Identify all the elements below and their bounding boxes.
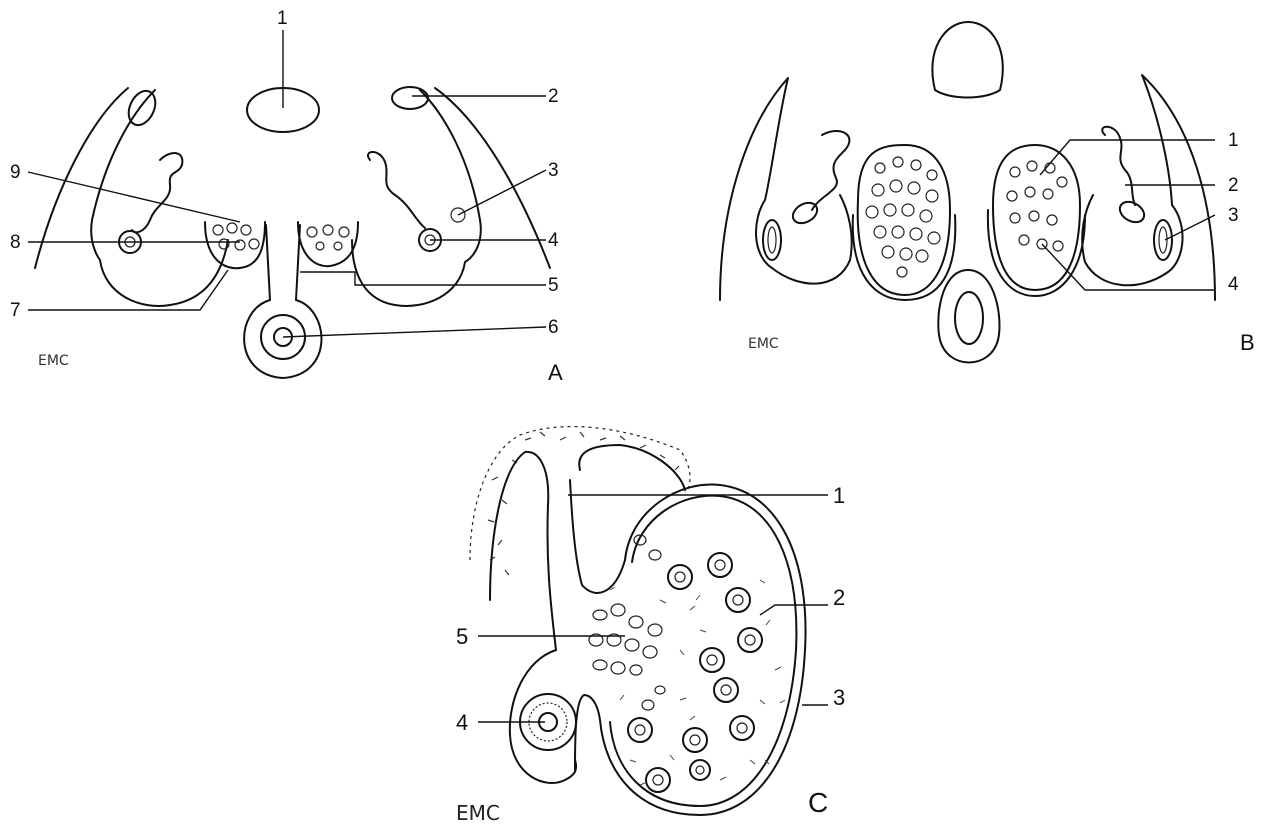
panel-b-leader-4 xyxy=(1042,244,1215,290)
panel-c-rete-cells xyxy=(589,535,665,710)
panel-b-gut-lumen xyxy=(955,292,983,344)
panel-a-right-mesonephros xyxy=(352,220,481,306)
panel-b-label-1: 1 xyxy=(1228,130,1239,151)
panel-b-dorsal-aorta xyxy=(932,22,1002,98)
panel-b-right-gonad-capsule xyxy=(988,210,1085,296)
panel-b-right-duct xyxy=(1116,198,1148,227)
panel-a-leader-9 xyxy=(28,172,240,222)
panel-b-leader-3 xyxy=(1165,215,1215,240)
panel-a-left-germ-cells xyxy=(213,223,259,250)
panel-b-left-vessel-inner xyxy=(768,227,776,253)
panel-b-right-tubule xyxy=(1102,127,1135,205)
panel-c-letter: C xyxy=(808,787,828,818)
panel-c-label-2: 2 xyxy=(833,585,845,610)
panel-a-left-inner-wall xyxy=(92,90,155,220)
panel-c-germ-cells xyxy=(628,553,762,792)
panel-b-left-gonad-capsule xyxy=(853,215,956,300)
panel-b-right-body-wall xyxy=(1142,75,1215,300)
panel-c-label-4: 4 xyxy=(456,710,468,735)
panel-a-mesentery xyxy=(266,225,300,300)
panel-b-left-tubule xyxy=(812,131,849,210)
panel-a-label-1: 1 xyxy=(277,8,288,29)
panel-a-label-8: 8 xyxy=(10,232,21,253)
panel-c-leader-2 xyxy=(760,605,828,615)
panel-b-left-vessel xyxy=(763,220,781,260)
panel-b-credit: EMC xyxy=(748,336,779,352)
panel-a-leader-6 xyxy=(283,327,546,337)
panel-c: 1 2 3 4 5 EMC C xyxy=(456,427,845,825)
panel-a-right-cardinal-vein xyxy=(392,87,428,109)
panel-a-label-6: 6 xyxy=(548,317,559,338)
panel-c-stroma-fibres xyxy=(610,580,785,785)
panel-c-label-1: 1 xyxy=(833,483,845,508)
panel-b-letter: B xyxy=(1240,330,1255,355)
panel-a-right-tubule xyxy=(368,152,425,228)
panel-c-credit: EMC xyxy=(456,801,500,825)
panel-a-leader-3 xyxy=(458,170,546,215)
panel-a-right-germ-cells xyxy=(307,225,349,250)
panel-a-left-body-wall xyxy=(35,88,128,268)
panel-a-label-5: 5 xyxy=(548,275,559,296)
panel-b-label-2: 2 xyxy=(1228,175,1239,196)
panel-a-label-4: 4 xyxy=(548,230,559,251)
panel-b-right-germ-cells xyxy=(1007,161,1067,251)
panel-c-label-3: 3 xyxy=(833,685,845,710)
panel-b-label-4: 4 xyxy=(1228,274,1239,295)
panel-a-label-2: 2 xyxy=(548,86,559,107)
panel-a-right-inner-wall xyxy=(420,90,480,220)
panel-b: 1 2 3 4 EMC B xyxy=(720,22,1255,363)
panel-a-credit: EMC xyxy=(38,353,69,369)
panel-c-stalk-left xyxy=(490,452,556,650)
panel-a-gut-outer xyxy=(244,300,321,378)
panel-b-label-3: 3 xyxy=(1228,205,1239,226)
panel-a-label-9: 9 xyxy=(10,162,21,183)
panel-b-gut-outer xyxy=(938,270,999,363)
panel-a-leader-7 xyxy=(28,270,228,310)
panel-b-left-germ-cells xyxy=(866,157,940,277)
panel-c-stalk-inner xyxy=(579,445,685,490)
panel-a-letter: A xyxy=(548,360,563,385)
panel-c-stalk-right xyxy=(570,480,625,593)
panel-a-right-genital-ridge xyxy=(298,222,358,266)
panel-a-left-tubule xyxy=(132,153,182,232)
panel-b-right-vessel xyxy=(1154,220,1172,260)
panel-a: 1 2 3 4 5 6 7 8 9 EMC A xyxy=(10,8,563,385)
panel-a-right-body-wall xyxy=(435,88,550,268)
panel-a-leader-5 xyxy=(300,272,546,285)
panel-b-left-mesonephros xyxy=(756,195,852,284)
panel-b-left-gonad xyxy=(858,145,950,295)
panel-a-label-7: 7 xyxy=(10,300,21,321)
panel-c-label-5: 5 xyxy=(456,624,468,649)
panel-a-left-mesonephros xyxy=(91,220,228,306)
panel-a-label-3: 3 xyxy=(548,160,559,181)
panel-b-left-body-wall xyxy=(720,78,788,300)
